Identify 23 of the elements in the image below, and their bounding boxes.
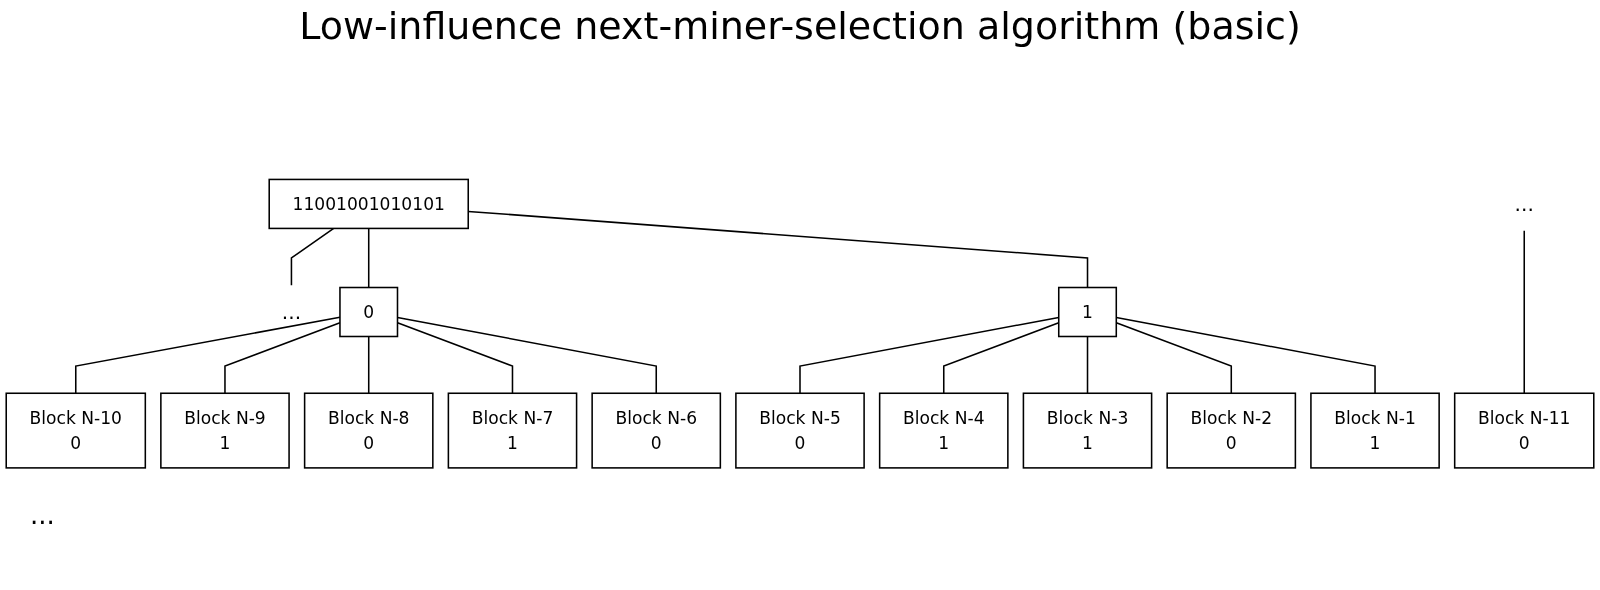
node-box: Block N-6 0 xyxy=(591,392,722,469)
node-box: Block N-11 0 xyxy=(1453,392,1595,469)
node-box: 11001001010101 xyxy=(268,178,469,230)
diagram-title: Low-influence next-miner-selection algorithm (basic) xyxy=(298,4,1302,48)
connector xyxy=(1523,229,1525,395)
connector xyxy=(367,227,370,289)
node-box: Block N-7 1 xyxy=(447,392,578,469)
node-box: Block N-1 1 xyxy=(1310,392,1440,469)
node-text: ... xyxy=(1514,191,1534,216)
node-box: Block N-9 1 xyxy=(160,392,290,469)
node-box: 1 xyxy=(1057,286,1118,338)
ellipsis-label: ... xyxy=(30,500,55,530)
node-box: Block N-2 0 xyxy=(1166,392,1297,469)
node-box: Block N-3 1 xyxy=(1022,392,1153,469)
connector xyxy=(1086,335,1089,395)
node-box: 0 xyxy=(339,286,399,338)
node-box: Block N-10 0 xyxy=(5,392,147,469)
node-box: Block N-8 0 xyxy=(303,392,434,469)
node-box: Block N-5 0 xyxy=(735,392,865,469)
node-box: Block N-4 1 xyxy=(878,392,1009,469)
node-text: ... xyxy=(281,299,302,324)
connector xyxy=(367,335,370,395)
connector xyxy=(290,227,335,286)
